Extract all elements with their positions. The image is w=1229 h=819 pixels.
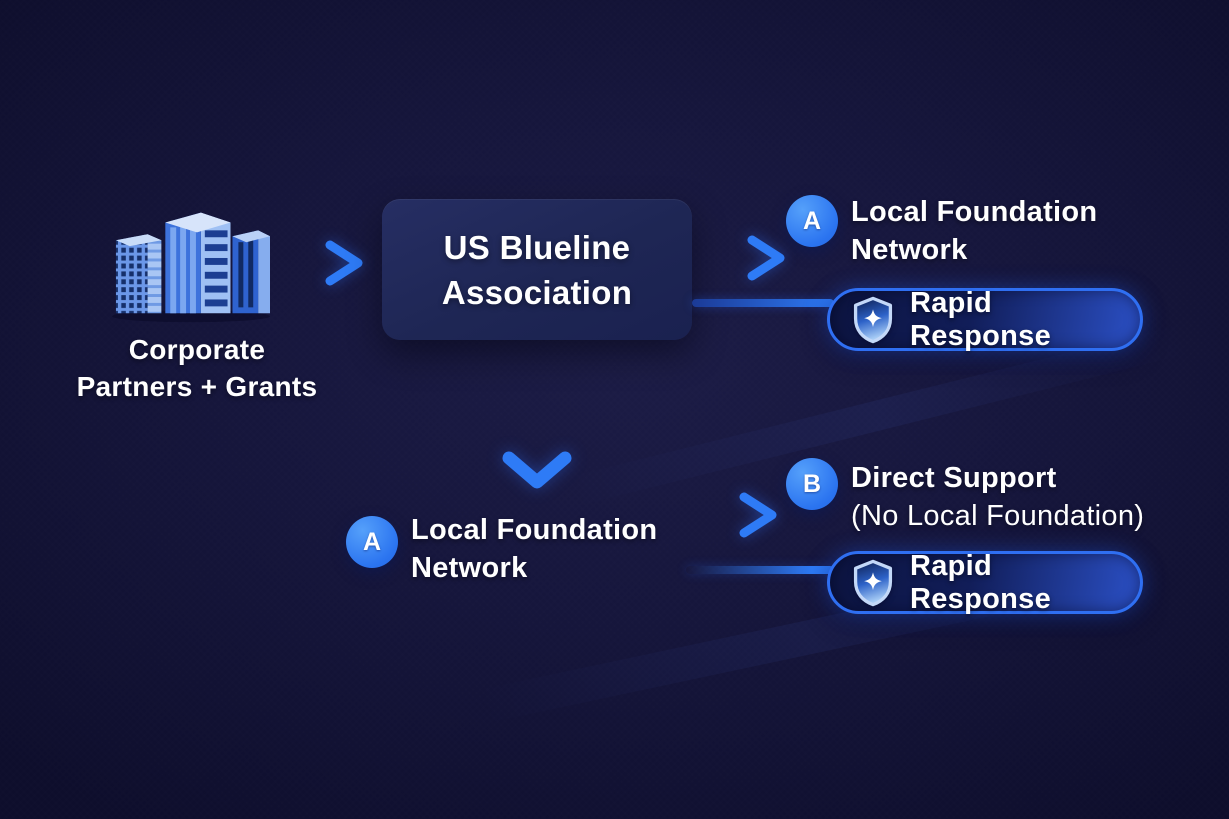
hub-box: US Blueline Association [382, 199, 692, 340]
direct-support-label: Direct Support (No Local Foundation) [851, 459, 1144, 535]
arrow-right-icon [692, 492, 777, 538]
rapid-response-pill: Rapid Response [827, 286, 1143, 352]
badge-a: A [786, 195, 838, 247]
hub-title-line1: US Blueline [443, 228, 631, 266]
label-line: Local Foundation [851, 196, 1098, 228]
badge-a-letter: A [802, 206, 822, 235]
rapid-response-label: Rapid Response [910, 286, 1051, 352]
connector-line [686, 566, 834, 574]
shield-star-icon [853, 559, 893, 606]
label-line: Local Foundation [411, 514, 658, 546]
badge-a: A [346, 516, 398, 568]
label-line: Direct Support [851, 462, 1057, 494]
shield-star-icon [853, 296, 893, 343]
rapid-response-label: Rapid Response [910, 549, 1051, 615]
hub-title-line2: Association [441, 273, 633, 311]
arrow-right-icon [268, 240, 363, 286]
badge-b-letter: B [802, 469, 822, 498]
label-line: (No Local Foundation) [851, 500, 1145, 532]
badge-b: B [786, 458, 838, 510]
local-foundation-network-label: Local Foundation Network [411, 511, 657, 587]
local-foundation-network-label: Local Foundation Network [851, 193, 1097, 269]
arrow-down-icon [502, 340, 572, 489]
source-label: Corporate Partners + Grants [32, 331, 362, 405]
label-line: Network [851, 234, 968, 266]
rapid-response-pill: Rapid Response [827, 549, 1143, 615]
label-line: Network [411, 552, 528, 584]
arrow-right-icon [700, 235, 785, 281]
office-buildings-icon [112, 212, 270, 323]
source-label-line2: Partners + Grants [76, 371, 318, 402]
badge-a-letter: A [362, 527, 382, 556]
source-label-line1: Corporate [128, 334, 266, 365]
connector-line [692, 299, 834, 307]
